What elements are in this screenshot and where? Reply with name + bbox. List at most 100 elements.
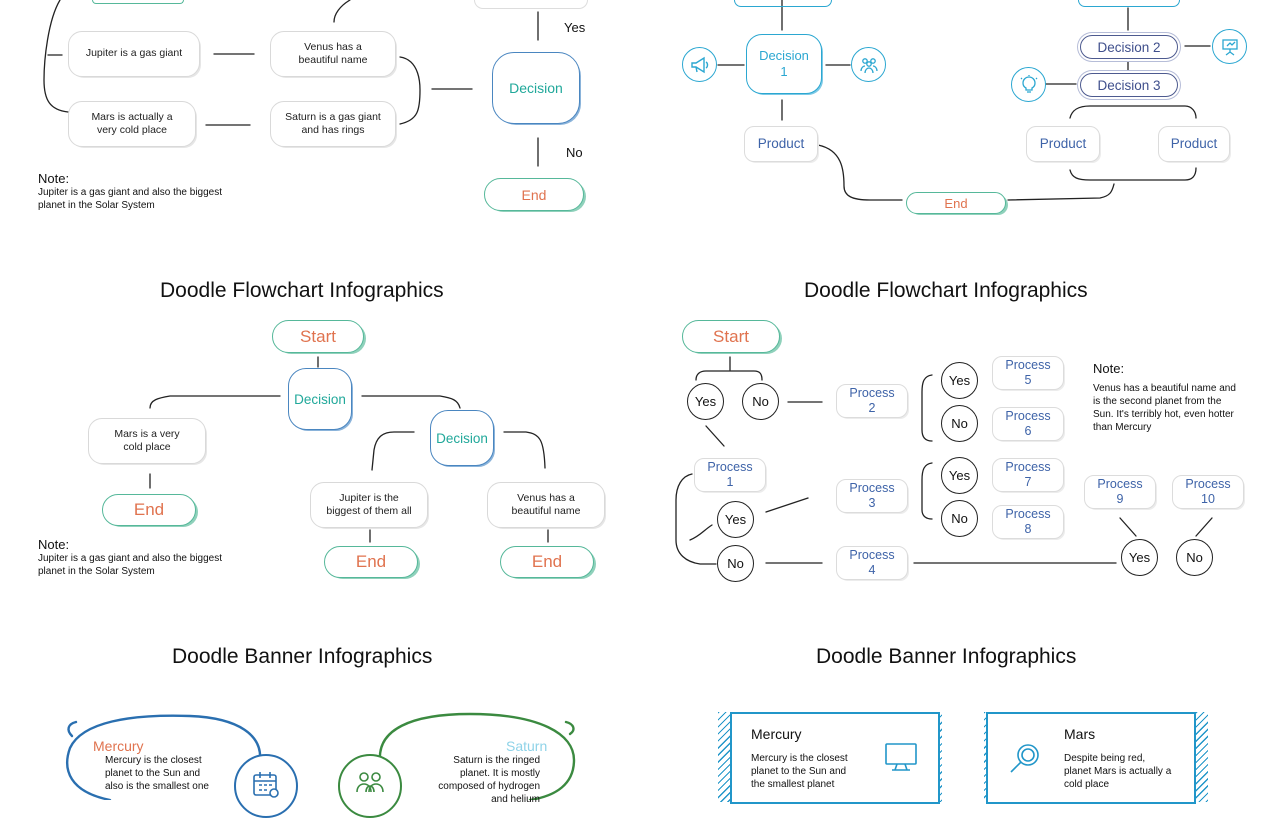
product-node-1: Product bbox=[744, 126, 818, 162]
yes-circle-1: Yes bbox=[687, 383, 724, 420]
note-text-ml: Jupiter is a gas giant and also the bigg… bbox=[38, 553, 223, 577]
no-circle-2-label: No bbox=[951, 416, 968, 431]
lightbulb-icon bbox=[1011, 67, 1046, 102]
start-node-mr: Start bbox=[682, 320, 780, 353]
presentation-icon bbox=[1212, 29, 1247, 64]
box-jupiter-ml-text: Jupiter is the biggest of them all bbox=[326, 491, 412, 517]
yes-circle-1-label: Yes bbox=[694, 394, 717, 409]
no-circle-3-label: No bbox=[951, 511, 968, 526]
end-label: End bbox=[521, 186, 547, 203]
calendar-icon bbox=[234, 754, 298, 818]
process-3: Process 3 bbox=[836, 479, 908, 513]
process-7-label: Process 7 bbox=[1005, 460, 1051, 489]
decision-node-ml: Decision bbox=[288, 368, 352, 430]
slide-canvas: Jupiter is a gas giant Venus has a beaut… bbox=[38, 0, 1247, 818]
process-10: Process 10 bbox=[1172, 475, 1244, 509]
box-venus-ml: Venus has a beautiful name bbox=[487, 482, 605, 528]
yes-circle-5-label: Yes bbox=[1128, 550, 1151, 565]
no-circle-5-label: No bbox=[1186, 550, 1203, 565]
note-block-mr: Note: Venus has a beautiful name and is … bbox=[1093, 361, 1241, 434]
monitor-icon bbox=[884, 742, 918, 779]
megaphone-icon bbox=[682, 47, 717, 82]
end-node-ml-3: End bbox=[500, 546, 594, 578]
title-banner-left: Doodle Banner Infographics bbox=[172, 645, 433, 668]
decision-3-label: Decision 3 bbox=[1097, 77, 1161, 93]
banner-bubbles bbox=[66, 712, 576, 800]
process-8: Process 8 bbox=[992, 505, 1064, 539]
decision-node: Decision bbox=[492, 52, 580, 124]
product-node-3: Product bbox=[1158, 126, 1230, 162]
yes-circle-5: Yes bbox=[1121, 539, 1158, 576]
box-jupiter-ml: Jupiter is the biggest of them all bbox=[310, 482, 428, 528]
card-mercury: Mercury Mercury is the closest planet to… bbox=[730, 712, 940, 804]
process-3-label: Process 3 bbox=[849, 481, 895, 510]
process-cutoff-right bbox=[1078, 0, 1180, 7]
yes-circle-4-label: Yes bbox=[724, 512, 747, 527]
product-label-1: Product bbox=[757, 135, 805, 151]
end-label-tr: End bbox=[944, 195, 968, 211]
process-1: Process 1 bbox=[694, 458, 766, 492]
no-label: No bbox=[566, 145, 583, 160]
decision-3-node: Decision 3 bbox=[1080, 73, 1178, 97]
team-icon bbox=[851, 47, 886, 82]
box-mars-text: Mars is actually a very cold place bbox=[91, 110, 173, 136]
box-jupiter: Jupiter is a gas giant bbox=[68, 31, 200, 77]
note-heading: Note: bbox=[38, 171, 70, 186]
box-jupiter-text: Jupiter is a gas giant bbox=[85, 47, 183, 60]
box-mars: Mars is actually a very cold place bbox=[68, 101, 196, 147]
yes-circle-2-label: Yes bbox=[948, 373, 971, 388]
process-8-label: Process 8 bbox=[1005, 507, 1051, 536]
start-label-mr: Start bbox=[713, 326, 749, 346]
note-heading-mr: Note: bbox=[1093, 361, 1125, 376]
product-label-3: Product bbox=[1170, 135, 1218, 151]
saturn-text: Saturn is the ringed planet. It is mostl… bbox=[438, 755, 540, 805]
process-5-label: Process 5 bbox=[1005, 358, 1051, 387]
no-circle-4-label: No bbox=[727, 556, 744, 571]
process-5: Process 5 bbox=[992, 356, 1064, 390]
title-flowchart-right: Doodle Flowchart Infographics bbox=[804, 279, 1088, 302]
decision-2-node: Decision 2 bbox=[1080, 35, 1178, 59]
note-heading-ml: Note: bbox=[38, 537, 70, 552]
box-saturn: Saturn is a gas giant and has rings bbox=[270, 101, 396, 147]
box-venus-text: Venus has a beautiful name bbox=[298, 40, 368, 66]
decision-label-ml-2: Decision bbox=[436, 430, 488, 446]
note-text: Jupiter is a gas giant and also the bigg… bbox=[38, 187, 223, 211]
start-label: Start bbox=[300, 326, 336, 346]
decision-2-label: Decision 2 bbox=[1097, 39, 1161, 55]
no-circle-5: No bbox=[1176, 539, 1213, 576]
people-icon bbox=[338, 754, 402, 818]
end-label-ml-3: End bbox=[531, 552, 563, 571]
decision-node-ml-2: Decision bbox=[430, 410, 494, 466]
note-text-mr: Venus has a beautiful name and is the se… bbox=[1093, 383, 1236, 433]
process-10-label: Process 10 bbox=[1185, 477, 1231, 506]
yes-circle-4: Yes bbox=[717, 501, 754, 538]
box-venus: Venus has a beautiful name bbox=[270, 31, 396, 77]
end-node-ml-2: End bbox=[324, 546, 418, 578]
yes-circle-3-label: Yes bbox=[948, 468, 971, 483]
top-start-cutoff bbox=[92, 0, 184, 4]
card-mercury-title: Mercury bbox=[751, 726, 802, 742]
yes-label: Yes bbox=[564, 20, 586, 35]
process-6: Process 6 bbox=[992, 407, 1064, 441]
yes-circle-2: Yes bbox=[941, 362, 978, 399]
no-circle-2: No bbox=[941, 405, 978, 442]
end-node-tr: End bbox=[906, 192, 1006, 214]
card-mars-title: Mars bbox=[1064, 726, 1096, 742]
product-label-2: Product bbox=[1039, 135, 1087, 151]
mercury-text: Mercury is the closest planet to the Sun… bbox=[105, 755, 209, 792]
end-label-ml-1: End bbox=[133, 500, 165, 519]
no-circle-1: No bbox=[742, 383, 779, 420]
decision-1-label: Decision 1 bbox=[759, 48, 809, 79]
box-mars-ml: Mars is a very cold place bbox=[88, 418, 206, 464]
mercury-title: Mercury bbox=[93, 738, 144, 754]
top-box-cutoff bbox=[474, 0, 588, 9]
decision-1-node: Decision 1 bbox=[746, 34, 822, 94]
no-circle-4: No bbox=[717, 545, 754, 582]
process-6-label: Process 6 bbox=[1005, 409, 1051, 438]
card-mars-text: Despite being red, planet Mars is actual… bbox=[1064, 753, 1172, 790]
connector-lines bbox=[43, 0, 1213, 565]
process-1-label: Process 1 bbox=[707, 460, 753, 489]
box-saturn-text: Saturn is a gas giant and has rings bbox=[285, 110, 381, 136]
no-circle-3: No bbox=[941, 500, 978, 537]
box-mars-ml-text: Mars is a very cold place bbox=[114, 427, 180, 453]
